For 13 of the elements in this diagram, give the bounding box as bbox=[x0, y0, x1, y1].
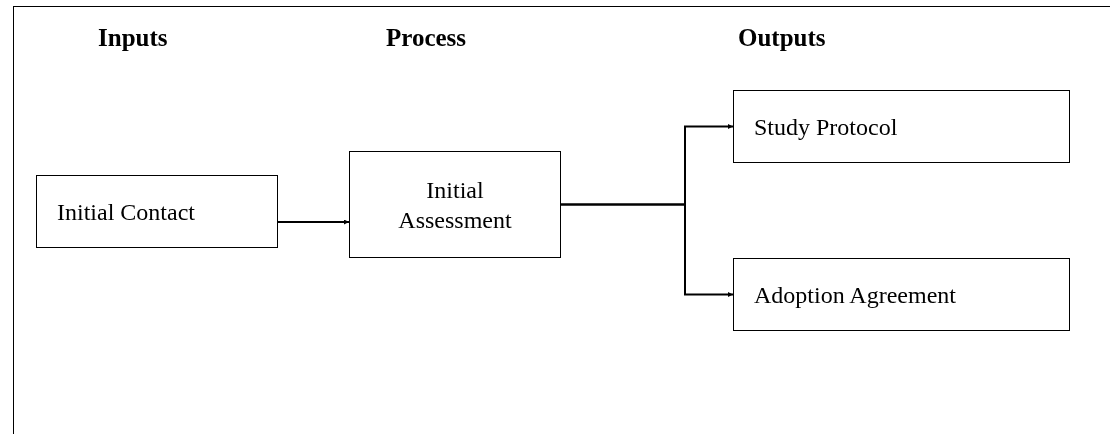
column-heading: Outputs bbox=[738, 23, 826, 53]
process-box bbox=[733, 90, 1070, 163]
box-label: Adoption Agreement bbox=[754, 280, 956, 310]
process-box bbox=[733, 258, 1070, 331]
column-heading: Process bbox=[386, 23, 467, 53]
box-label: Initial Assessment bbox=[397, 175, 513, 235]
arrow bbox=[277, 219, 350, 225]
process-box bbox=[349, 151, 561, 258]
process-box bbox=[36, 175, 278, 248]
arrow bbox=[560, 203, 734, 297]
box-label: Initial Contact bbox=[57, 197, 195, 227]
box-label: Study Protocol bbox=[754, 112, 898, 142]
column-heading: Inputs bbox=[98, 23, 168, 53]
